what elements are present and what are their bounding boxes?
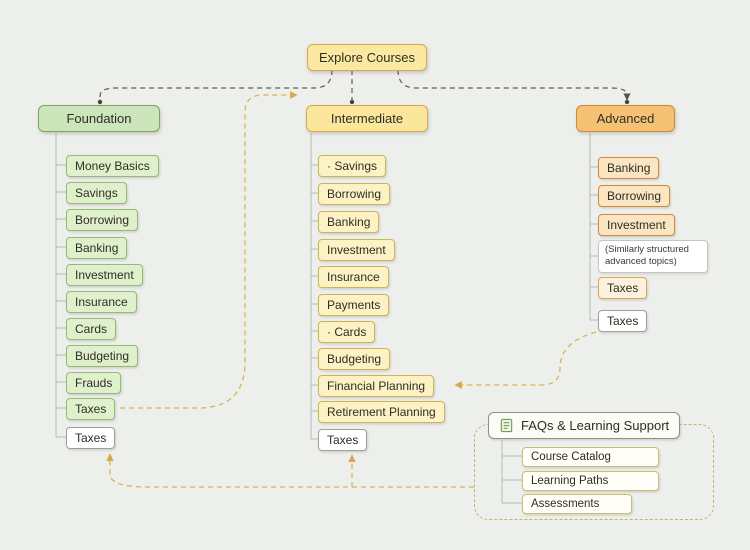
faq-item-learning-paths: Learning Paths xyxy=(522,471,659,491)
link-foundation-taxes-to-intermediate xyxy=(120,91,298,409)
intermediate-item-investment: Investment xyxy=(318,239,395,261)
foundation-item-banking: Banking xyxy=(66,237,128,259)
tree-foundation xyxy=(55,133,66,438)
edge-root-advanced xyxy=(397,69,631,101)
faq-document-icon xyxy=(499,418,514,433)
foundation-item-investment: Investment xyxy=(66,264,143,286)
intermediate-item-budgeting: Budgeting xyxy=(318,348,391,370)
edge-dot-intermediate xyxy=(349,99,355,105)
foundation-item-budgeting: Budgeting xyxy=(66,345,139,367)
edge-dot-advanced xyxy=(624,99,630,105)
faq-item-course-catalog: Course Catalog xyxy=(522,447,659,467)
edge-root-foundation xyxy=(99,69,333,100)
tree-faq xyxy=(501,440,522,504)
faq-header: FAQs & Learning Support xyxy=(488,412,681,439)
node-explore-courses: Explore Courses xyxy=(307,44,427,71)
advanced-item-banking: Banking xyxy=(598,157,660,179)
foundation-item-money-basics: Money Basics xyxy=(66,155,159,177)
advanced-item-investment: Investment xyxy=(598,214,675,236)
foundation-item-savings: Savings xyxy=(66,182,127,204)
link-faq-to-foundation-taxes xyxy=(106,453,474,488)
intermediate-item-insurance: Insurance xyxy=(318,266,389,288)
intermediate-item-retirement-planning: Retirement Planning xyxy=(318,401,445,423)
edge-dot-foundation xyxy=(97,99,103,105)
foundation-item-frauds: Frauds xyxy=(66,372,122,394)
intermediate-item-cards: · Cards xyxy=(318,321,376,343)
tree-advanced xyxy=(589,133,598,321)
advanced-item-taxes: Taxes xyxy=(598,277,648,299)
intermediate-item-financial-planning: Financial Planning xyxy=(318,375,435,397)
faq-item-assessments: Assessments xyxy=(522,494,632,514)
node-intermediate: Intermediate xyxy=(306,105,428,132)
advanced-item-borrowing: Borrowing xyxy=(598,185,671,207)
advanced-footer-taxes: Taxes xyxy=(598,310,648,332)
foundation-footer-taxes: Taxes xyxy=(66,427,116,449)
foundation-item-borrowing: Borrowing xyxy=(66,209,139,231)
foundation-item-taxes: Taxes xyxy=(66,398,116,420)
intermediate-item-borrowing: Borrowing xyxy=(318,183,391,205)
foundation-item-insurance: Insurance xyxy=(66,291,137,313)
node-foundation: Foundation xyxy=(38,105,160,132)
tree-intermediate xyxy=(310,133,318,440)
intermediate-item-payments: Payments xyxy=(318,294,390,316)
intermediate-item-savings: · Savings xyxy=(318,155,387,177)
foundation-item-cards: Cards xyxy=(66,318,117,340)
faq-title: FAQs & Learning Support xyxy=(521,418,670,433)
intermediate-footer-taxes: Taxes xyxy=(318,429,368,451)
intermediate-item-banking: Banking xyxy=(318,211,380,233)
advanced-note: (Similarly structured advanced topics) xyxy=(598,240,708,273)
link-advanced-taxes-to-financial-planning xyxy=(454,331,597,389)
node-advanced: Advanced xyxy=(576,105,675,132)
